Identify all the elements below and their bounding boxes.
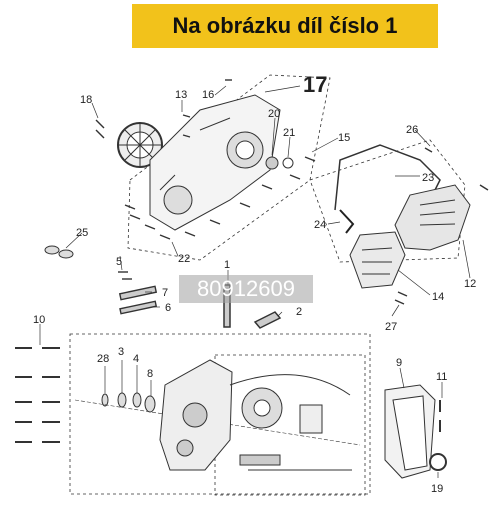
callout-13: 13 xyxy=(175,89,187,101)
callout-2: 2 xyxy=(296,306,302,318)
callout-27: 27 xyxy=(385,321,397,333)
callout-26: 26 xyxy=(406,124,418,136)
callout-11: 11 xyxy=(436,371,447,383)
group-frame-top xyxy=(127,74,331,261)
part-bolts-upper xyxy=(95,79,489,305)
callout-1: 1 xyxy=(224,259,230,271)
callout-3: 3 xyxy=(118,346,124,358)
callout-18: 18 xyxy=(80,94,92,106)
callout-22: 22 xyxy=(178,253,190,265)
part-hose xyxy=(339,209,355,234)
callout-4: 4 xyxy=(133,353,139,365)
part-shaft xyxy=(223,284,282,329)
part-gasket-ring xyxy=(117,122,163,168)
part-number-banner: Na obrázku díl číslo 1 xyxy=(132,4,438,48)
part-oring xyxy=(429,453,447,471)
callout-16: 16 xyxy=(202,89,214,101)
callout-24: 24 xyxy=(314,219,326,231)
callout-12: 12 xyxy=(464,278,476,290)
part-bolt-set xyxy=(15,347,60,443)
callout-25: 25 xyxy=(76,227,88,239)
callout-17: 17 xyxy=(303,72,327,97)
part-seals xyxy=(265,156,294,170)
group-frame-bottom xyxy=(69,333,371,495)
part-side-gasket xyxy=(384,384,436,479)
callout-21: 21 xyxy=(283,127,295,139)
leader-lines xyxy=(39,85,471,478)
part-code-watermark: 80912609 xyxy=(179,275,313,303)
part-caps xyxy=(44,245,74,259)
callout-14: 14 xyxy=(432,291,444,303)
part-outer-cover xyxy=(394,184,471,251)
callout-20: 20 xyxy=(268,108,280,120)
part-transmission-cover xyxy=(149,94,281,231)
part-crankcase xyxy=(159,359,233,471)
callout-10: 10 xyxy=(33,314,45,326)
group-frame-inner xyxy=(214,354,366,496)
callout-6: 6 xyxy=(165,302,171,314)
part-gasket-cord xyxy=(334,144,441,211)
part-side-cover xyxy=(349,231,406,289)
callout-labels: 17 13 16 18 20 21 15 26 23 24 25 22 12 1… xyxy=(33,72,476,495)
callout-8: 8 xyxy=(147,368,153,380)
callout-9: 9 xyxy=(396,357,402,369)
callout-5: 5 xyxy=(116,256,122,268)
part-stator xyxy=(229,374,352,471)
callout-19: 19 xyxy=(431,483,443,495)
part-washers xyxy=(101,392,156,413)
part-linkage xyxy=(118,271,158,315)
callout-15: 15 xyxy=(338,132,350,144)
callout-23: 23 xyxy=(422,172,434,184)
callout-28: 28 xyxy=(97,353,109,365)
callout-7: 7 xyxy=(162,287,168,299)
